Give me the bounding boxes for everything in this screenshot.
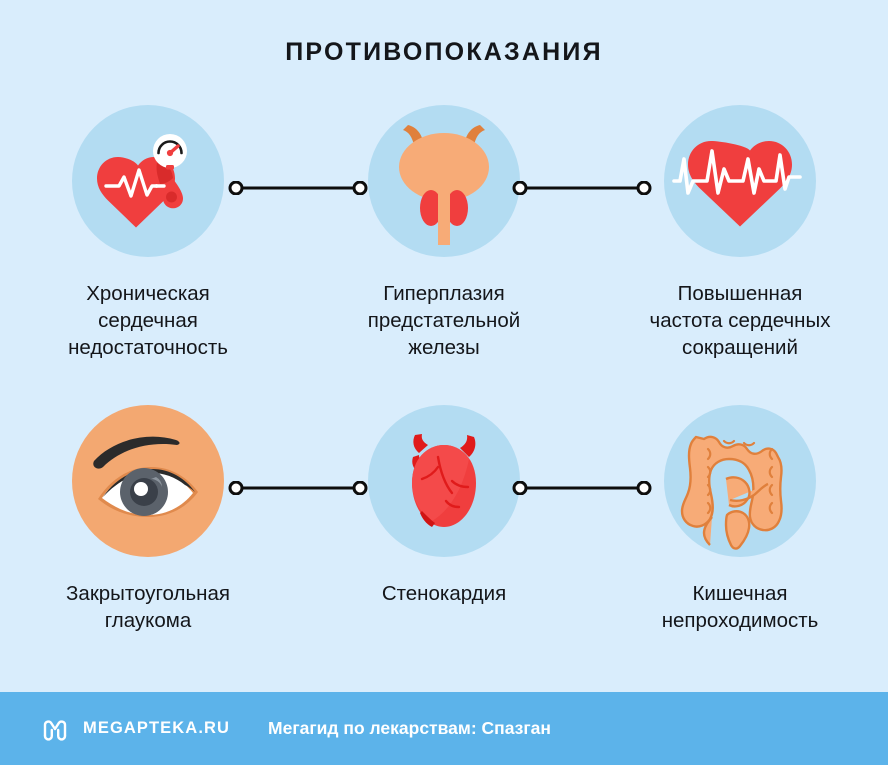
connector-line <box>228 181 368 195</box>
grid-row: Хроническая сердечная недостаточность <box>0 105 888 405</box>
item-label: Стенокардия <box>381 582 507 605</box>
connector-line <box>512 181 652 195</box>
connector-line <box>512 481 652 495</box>
item-increased-heart-rate[interactable]: Повышенная частота сердечных сокращений <box>592 105 888 405</box>
megapteka-m-logo-icon <box>40 714 70 744</box>
bladder-prostate-icon <box>368 105 520 257</box>
item-label: Кишечная непроходимость <box>661 582 819 632</box>
icon-grid: Хроническая сердечная недостаточность <box>0 105 888 705</box>
item-intestinal-obstruction[interactable]: Кишечная непроходимость <box>592 405 888 705</box>
anatomical-heart-icon <box>368 405 520 557</box>
intestine-icon <box>664 405 816 557</box>
item-chronic-heart-failure[interactable]: Хроническая сердечная недостаточность <box>0 105 296 405</box>
heart-blood-pressure-icon <box>72 105 224 257</box>
footer-tagline: Мегагид по лекарствам: Спазган <box>268 718 551 738</box>
footer-bar: MEGAPTEKA.RU Мегагид по лекарствам: Спаз… <box>0 692 888 765</box>
item-label: Повышенная частота сердечных сокращений <box>649 282 831 359</box>
item-label: Хроническая сердечная недостаточность <box>68 282 228 359</box>
item-label: Гиперплазия предстательной железы <box>367 282 521 359</box>
item-prostate-hyperplasia[interactable]: Гиперплазия предстательной железы <box>296 105 592 405</box>
item-angle-closure-glaucoma[interactable]: Закрытоугольная глаукома <box>0 405 296 705</box>
item-label: Закрытоугольная глаукома <box>66 582 230 632</box>
grid-row: Закрытоугольная глаукома <box>0 405 888 705</box>
page-title: ПРОТИВОПОКАЗАНИЯ <box>285 38 603 66</box>
heart-ecg-pulse-icon <box>664 105 816 257</box>
eye-glaucoma-icon <box>72 405 224 557</box>
connector-line <box>228 481 368 495</box>
footer-brand-label[interactable]: MEGAPTEKA.RU <box>83 719 231 737</box>
item-angina-pectoris[interactable]: Стенокардия <box>296 405 592 705</box>
